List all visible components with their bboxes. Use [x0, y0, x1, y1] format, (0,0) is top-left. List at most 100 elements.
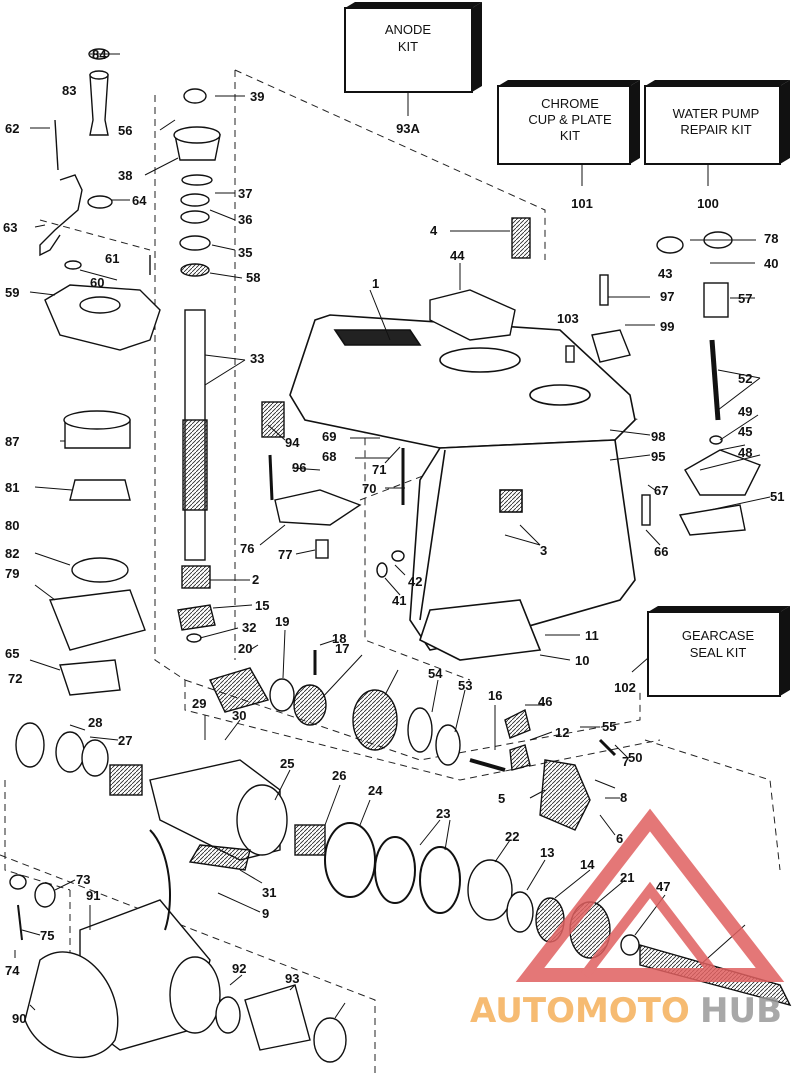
- part-92-washer: [215, 996, 241, 1034]
- part-label: 46: [538, 694, 552, 709]
- part-label: 33: [250, 351, 264, 366]
- part-label: 61: [105, 251, 119, 266]
- part-label: 47: [656, 879, 670, 894]
- part-label: 21: [620, 870, 634, 885]
- part-label: 70: [362, 481, 376, 496]
- part-label: 66: [654, 544, 668, 559]
- part-label: 35: [238, 245, 252, 260]
- part-label: 44: [450, 248, 465, 263]
- part-label: 90: [12, 1011, 26, 1026]
- part-72-cap-right: [313, 1017, 347, 1063]
- part-label: 41: [392, 593, 406, 608]
- part-label: 56: [118, 123, 132, 138]
- part-label: 72: [8, 671, 22, 686]
- part-93-spacer: [244, 984, 311, 1051]
- part-label: 13: [540, 845, 554, 860]
- part-2-bearing: [181, 565, 211, 589]
- kit-water-pump-line-1: WATER PUMP: [673, 106, 760, 121]
- part-82-gasket: [71, 557, 129, 583]
- kit-gearcase-line-2: SEAL KIT: [690, 645, 747, 660]
- part-label: 58: [246, 270, 260, 285]
- part-label: 75: [40, 928, 54, 943]
- part-label: 12: [555, 725, 569, 740]
- part-label: 10: [575, 653, 589, 668]
- part-label: 23: [436, 806, 450, 821]
- part-57-cup: [703, 282, 729, 318]
- part-label: 36: [238, 212, 252, 227]
- kit-anode-ref: 93A: [396, 121, 420, 136]
- part-label: 45: [738, 424, 752, 439]
- part-label: 76: [240, 541, 254, 556]
- part-97-screw: [599, 274, 609, 306]
- part-53-bearing: [435, 724, 461, 766]
- part-label: 26: [332, 768, 346, 783]
- part-label: 24: [368, 783, 383, 798]
- part-label: 15: [255, 598, 269, 613]
- part-42-washer: [391, 550, 405, 562]
- part-65-gasket: [59, 659, 121, 696]
- part-81-impeller: [69, 479, 131, 501]
- part-15-pinion: [177, 604, 216, 631]
- part-label: 67: [654, 483, 668, 498]
- part-label: 57: [738, 291, 752, 306]
- part-99-plate: [591, 329, 631, 363]
- part-label: 52: [738, 371, 752, 386]
- part-label: 73: [76, 872, 90, 887]
- part-label: 2: [252, 572, 259, 587]
- part-label: 30: [232, 708, 246, 723]
- part-label: 60: [90, 275, 104, 290]
- part-label: 20: [238, 641, 252, 656]
- part-label: 43: [658, 266, 672, 281]
- part-label: 25: [280, 756, 294, 771]
- part-label: 42: [408, 574, 422, 589]
- part-79-plate: [49, 589, 146, 651]
- part-63-shift-lever: [39, 174, 83, 257]
- part-label: 92: [232, 961, 246, 976]
- part-90-blade: [24, 951, 119, 1059]
- propeller-assembly: [9, 829, 347, 1063]
- part-31-plate: [188, 844, 251, 871]
- part-label: 19: [275, 614, 289, 629]
- part-22-washer: [467, 859, 513, 921]
- part-label: 37: [238, 186, 252, 201]
- part-36-washer-b: [180, 210, 210, 224]
- part-35-bearing: [179, 235, 211, 251]
- part-49-washer: [709, 435, 723, 445]
- part-59-pump-housing: [44, 284, 161, 351]
- part-label: 3: [540, 543, 547, 558]
- part-label: 83: [62, 83, 76, 98]
- kit-box-water-pump: WATER PUMP REPAIR KIT 100: [644, 80, 790, 211]
- kit-chrome-ref: 101: [571, 196, 593, 211]
- part-label: 27: [118, 733, 132, 748]
- part-label: 51: [770, 489, 784, 504]
- part-label: 74: [5, 963, 20, 978]
- kit-gearcase-line-1: GEARCASE: [682, 628, 755, 643]
- kit-chrome-line-2: CUP & PLATE: [528, 112, 612, 127]
- part-label: 38: [118, 168, 132, 183]
- part-label: 7: [622, 754, 629, 769]
- part-39-seal: [183, 88, 207, 104]
- kit-anode-line-1: ANODE: [385, 22, 432, 37]
- part-76-plate: [274, 489, 362, 526]
- part-label: 1: [372, 276, 379, 291]
- part-label: 87: [5, 434, 19, 449]
- part-label: 18: [332, 631, 346, 646]
- part-24-oring: [324, 822, 376, 898]
- part-label: 50: [628, 750, 642, 765]
- part-16-pin: [469, 758, 506, 772]
- part-75-pin: [17, 904, 23, 941]
- part-72-cap-left: [15, 722, 45, 768]
- part-label: 97: [660, 289, 674, 304]
- part-12-lever: [509, 744, 531, 771]
- part-label: 31: [262, 885, 276, 900]
- part-label: 65: [5, 646, 19, 661]
- watermark-triangle-icon: [515, 808, 785, 982]
- part-label: 55: [602, 719, 616, 734]
- part-36-washer-a: [180, 193, 210, 207]
- part-28-seal-a: [55, 731, 85, 773]
- part-4-anode: [511, 217, 531, 259]
- watermark-text-part2: HUB: [700, 991, 782, 1031]
- kit-gearcase-ref: 102: [614, 680, 636, 695]
